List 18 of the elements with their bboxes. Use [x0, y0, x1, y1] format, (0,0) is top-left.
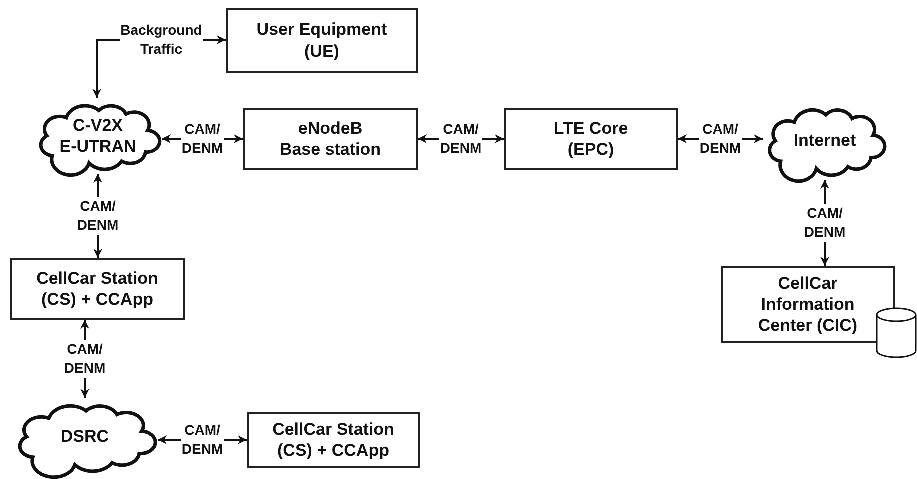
- edge-label: CAM/ DENM: [63, 340, 107, 378]
- process-box: [504, 108, 678, 170]
- edge-label: CAM/ DENM: [803, 204, 847, 242]
- node-label: eNodeB Base station: [278, 118, 382, 160]
- node-label: CellCar Information Center (CIC): [757, 272, 859, 336]
- edge-label: CAM/ DENM: [76, 197, 120, 235]
- process-box: [10, 258, 185, 320]
- node-label: User Equipment (UE): [256, 19, 388, 62]
- node-label: CellCar Station (CS) + CCApp: [36, 268, 160, 310]
- process-box: [721, 266, 895, 343]
- node-label: CellCar Station (CS) + CCApp: [272, 418, 396, 462]
- process-box: [247, 412, 420, 468]
- process-box: [226, 8, 418, 73]
- node-label: DSRC: [60, 426, 110, 448]
- node-label: Internet: [794, 130, 856, 152]
- node-label: C-V2X E-UTRAN: [60, 114, 136, 158]
- node-label: LTE Core (EPC): [552, 118, 630, 160]
- process-box: [243, 108, 418, 170]
